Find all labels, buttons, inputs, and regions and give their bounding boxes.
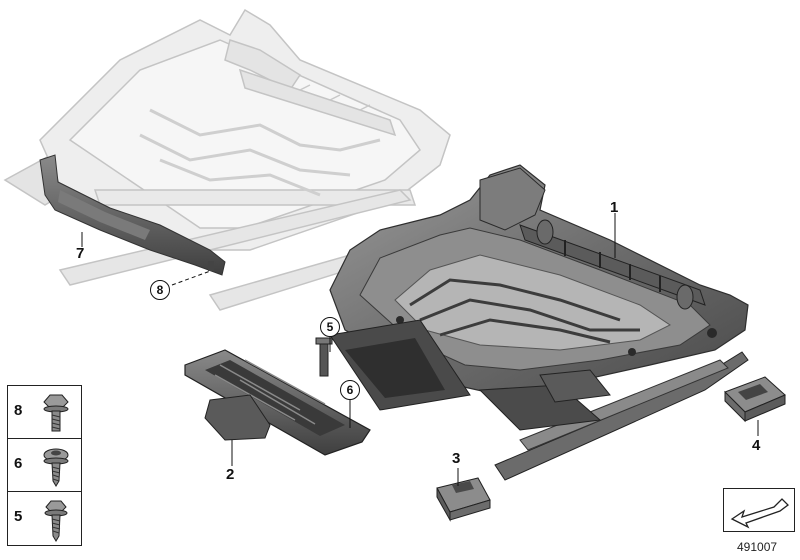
ghost-seat-frame bbox=[3, 8, 451, 311]
part-8-leader bbox=[171, 269, 214, 286]
seat-rails bbox=[329, 319, 749, 481]
direction-arrow-icon bbox=[730, 498, 789, 529]
callout-part-7: 7 bbox=[76, 245, 85, 262]
part-4-end-cap bbox=[724, 376, 786, 423]
part-1-seat-frame bbox=[329, 164, 749, 396]
orientation-indicator bbox=[723, 488, 795, 532]
part-3-end-cap bbox=[436, 477, 491, 522]
legend-number: 6 bbox=[14, 455, 23, 472]
fastener-legend: 8 6 5 bbox=[7, 385, 82, 546]
part-2-cover-panel bbox=[184, 349, 371, 456]
callout-part-3: 3 bbox=[452, 450, 461, 467]
legend-row-5: 5 bbox=[8, 492, 81, 545]
leader-lines bbox=[81, 213, 759, 486]
part-8-bolt-marker bbox=[208, 261, 214, 271]
part-7-bracket bbox=[39, 154, 226, 276]
legend-row-6: 6 bbox=[8, 439, 81, 492]
diagram-number: 491007 bbox=[737, 540, 778, 554]
legend-number: 8 bbox=[14, 402, 23, 419]
callout-part-5: 5 bbox=[320, 317, 340, 337]
callout-part-8: 8 bbox=[150, 280, 170, 300]
callout-part-4: 4 bbox=[752, 437, 761, 454]
pan-head-screw-icon bbox=[43, 448, 69, 487]
hex-flange-bolt-icon bbox=[43, 394, 69, 432]
callout-part-2: 2 bbox=[226, 466, 235, 483]
part-5-screw-installed bbox=[315, 337, 333, 377]
hex-flange-screw-icon bbox=[44, 500, 68, 542]
callout-part-6: 6 bbox=[340, 380, 360, 400]
callout-part-1: 1 bbox=[610, 199, 619, 216]
legend-row-8: 8 bbox=[8, 386, 81, 439]
legend-number: 5 bbox=[14, 508, 23, 525]
